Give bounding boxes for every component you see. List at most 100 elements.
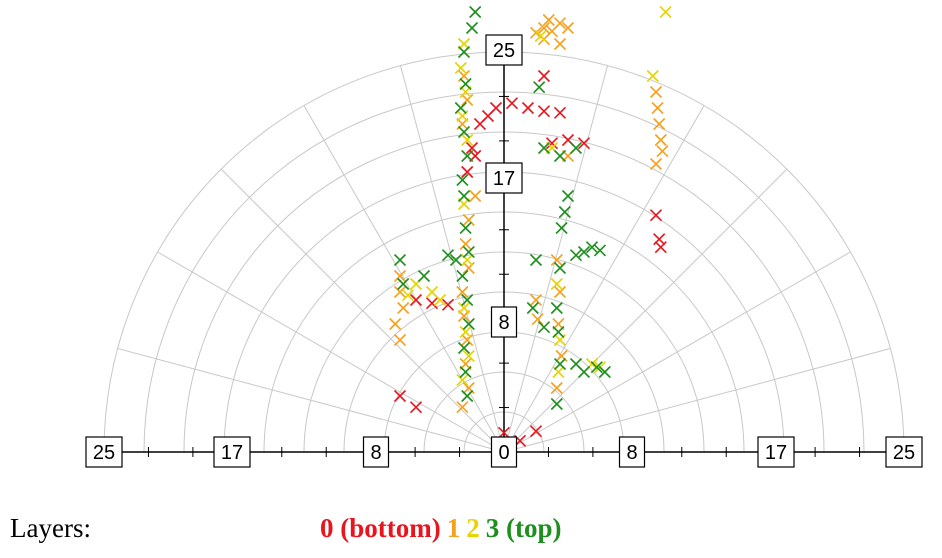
point-layer-1-18 — [389, 317, 402, 331]
point-stroke — [454, 101, 467, 115]
point-stroke — [461, 293, 474, 307]
point-stroke — [417, 269, 431, 283]
point-layer-3-23 — [550, 301, 563, 315]
tick-label-box — [490, 306, 518, 338]
point-stroke — [459, 325, 472, 339]
tick-label-text: 25 — [93, 442, 115, 464]
point-layer-0-17 — [393, 389, 407, 403]
point-layer-2-15 — [552, 365, 565, 379]
point-stroke — [456, 285, 469, 299]
point-layer-0-6 — [553, 106, 567, 119]
point-layer-2-12 — [462, 349, 475, 363]
point-stroke — [459, 221, 472, 235]
point-layer-1-23 — [456, 285, 469, 299]
point-layer-2-14 — [553, 333, 567, 347]
point-layer-3-20 — [441, 249, 455, 262]
point-stroke — [649, 209, 663, 222]
point-stroke — [457, 341, 471, 355]
point-layer-3-42 — [533, 81, 546, 94]
point-layer-3-32 — [577, 365, 591, 379]
point-layer-1-6 — [553, 37, 567, 51]
point-stroke — [465, 141, 479, 155]
point-stroke — [456, 401, 469, 414]
tick-label-box — [485, 162, 523, 194]
point-layer-3-24 — [552, 325, 565, 339]
point-stroke — [561, 133, 575, 147]
point-stroke — [590, 361, 603, 374]
point-stroke — [459, 77, 472, 91]
point-layer-3-2 — [457, 45, 471, 59]
tick-label-box — [85, 436, 123, 468]
point-stroke — [529, 293, 543, 307]
point-stroke — [462, 349, 475, 363]
point-layer-1-28 — [456, 401, 469, 414]
point-stroke — [529, 26, 543, 39]
point-layer-0-3 — [505, 97, 519, 110]
point-layer-3-43 — [537, 321, 551, 334]
point-layer-3-33 — [590, 361, 603, 374]
tick-label-text: 25 — [893, 442, 915, 464]
point-layer-1-17 — [397, 301, 410, 315]
point-layer-3-4 — [454, 101, 467, 115]
axes — [103, 51, 905, 457]
x-tick-label-0: 0 — [490, 436, 518, 468]
point-stroke — [553, 37, 567, 51]
point-layer-0-8 — [545, 137, 559, 150]
point-stroke — [649, 85, 663, 99]
point-layer-2-13 — [550, 277, 563, 291]
point-layer-1-16 — [393, 285, 407, 299]
point-layer-2-3 — [456, 109, 469, 123]
grid-spoke — [303, 105, 505, 453]
point-layer-2-5 — [646, 69, 659, 83]
point-stroke — [409, 293, 423, 307]
point-stroke — [389, 317, 402, 331]
point-layer-0-2 — [489, 101, 503, 115]
point-layer-1-20 — [462, 213, 475, 227]
point-stroke — [401, 289, 415, 302]
point-layer-3-15 — [459, 365, 472, 379]
point-layer-3-27 — [569, 249, 583, 262]
point-stroke — [469, 189, 482, 203]
point-stroke — [552, 365, 565, 379]
point-layer-1-10 — [651, 101, 664, 115]
point-layer-0-22 — [465, 141, 479, 155]
point-stroke — [550, 301, 563, 315]
point-stroke — [537, 105, 551, 118]
tick-label-text: 17 — [493, 168, 515, 190]
point-layer-2-11 — [459, 325, 472, 339]
point-layer-1-29 — [550, 253, 563, 267]
point-layer-3-40 — [558, 205, 571, 219]
point-stroke — [393, 333, 407, 347]
y-tick-label-8: 8 — [490, 306, 518, 338]
point-stroke — [561, 21, 575, 35]
point-stroke — [456, 373, 469, 387]
point-stroke — [550, 253, 563, 267]
point-layer-0-4 — [521, 101, 535, 115]
point-layer-3-26 — [550, 397, 563, 411]
point-stroke — [526, 301, 539, 315]
point-stroke — [459, 237, 472, 251]
legend-entry-layer-2: 2 — [466, 513, 480, 543]
point-stroke — [433, 293, 447, 307]
point-layer-3-25 — [553, 357, 567, 371]
point-stroke — [461, 165, 474, 179]
x-tick-label-17: 17 — [757, 436, 795, 468]
point-stroke — [569, 141, 583, 155]
tick-label-box — [885, 436, 923, 468]
point-stroke — [552, 325, 565, 339]
point-layer-2-21 — [534, 29, 547, 43]
point-layer-1-4 — [561, 21, 575, 35]
point-layer-3-12 — [461, 293, 474, 307]
point-stroke — [461, 149, 474, 163]
point-layer-2-10 — [457, 301, 471, 315]
point-layer-3-13 — [462, 317, 475, 331]
tick-label-box — [757, 436, 795, 468]
point-stroke — [533, 81, 546, 94]
point-stroke — [534, 29, 547, 43]
point-layer-1-39 — [469, 189, 482, 203]
point-stroke — [550, 381, 563, 395]
point-layer-3-8 — [457, 189, 471, 203]
point-stroke — [577, 137, 591, 150]
point-stroke — [397, 301, 410, 315]
